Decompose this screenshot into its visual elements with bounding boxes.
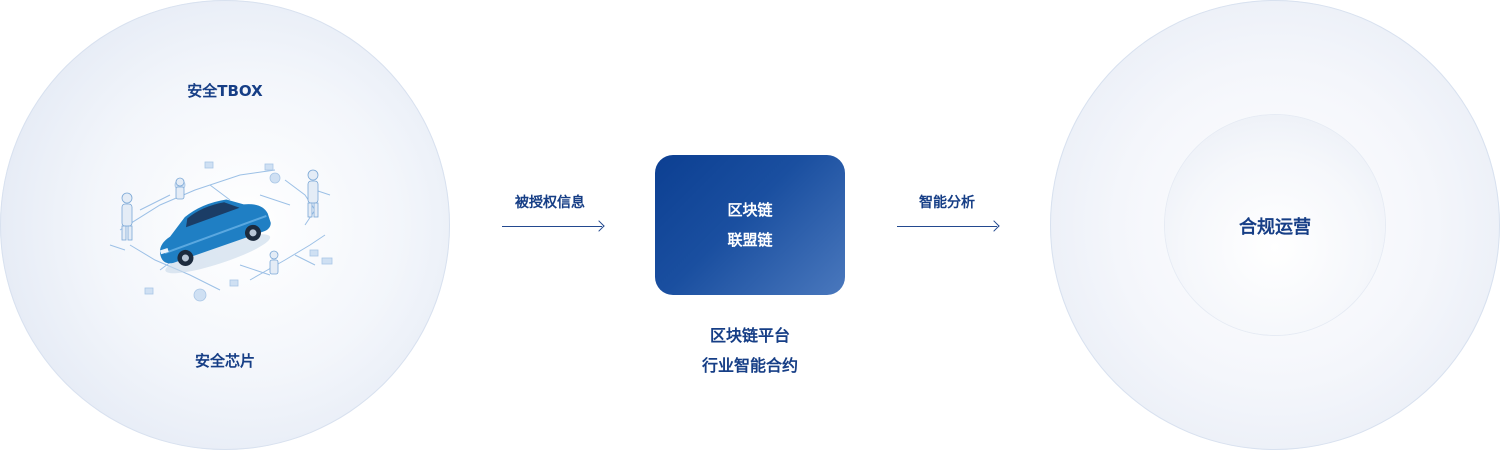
platform-caption-line2: 行业智能合约: [701, 356, 798, 375]
blockchain-box-line1: 区块链: [727, 201, 773, 219]
arrow2-line: [897, 226, 997, 227]
car: [159, 199, 271, 274]
tbox-label: 安全TBOX: [187, 82, 263, 100]
blockchain-box: 区块链 联盟链: [655, 155, 845, 295]
robot-figures: [121, 169, 319, 275]
chip-label: 安全芯片: [194, 352, 255, 370]
arrow2-label: 智能分析: [919, 195, 975, 211]
circuit-nodes: [144, 161, 333, 302]
right-circle: [1050, 0, 1500, 450]
connected-car-illustration: [109, 161, 333, 302]
arrow2-head-icon: [988, 220, 1000, 232]
arrow1-head-icon: [593, 220, 605, 232]
arrow1-line: [502, 226, 602, 227]
arrow1-label: 被授权信息: [515, 195, 585, 211]
blockchain-box-line2: 联盟链: [727, 231, 773, 249]
platform-caption-line1: 区块链平台: [709, 326, 790, 345]
inner-circle: [1165, 115, 1385, 335]
compliance-label: 合规运营: [1239, 217, 1311, 238]
